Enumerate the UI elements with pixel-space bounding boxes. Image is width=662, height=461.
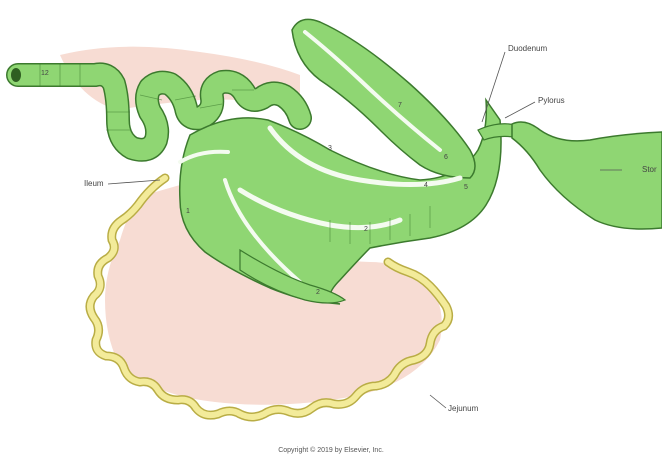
proximal-tip [11, 68, 21, 82]
segment-number-5: 5 [464, 184, 468, 191]
segment-number-3: 3 [328, 145, 332, 152]
segment-number-2-tail: 2 [316, 289, 320, 296]
label-duodenum: Duodenum [508, 44, 547, 53]
segment-number-4: 4 [424, 182, 428, 189]
segment-number-7: 7 [398, 102, 402, 109]
label-stomach: Stor [642, 165, 657, 174]
segment-number-1: 1 [186, 208, 190, 215]
copyright-notice: Copyright © 2019 by Elsevier, Inc. [0, 447, 662, 454]
segment-number-12: 12 [41, 70, 49, 77]
segment-number-2: 2 [364, 226, 368, 233]
label-ileum: Ileum [84, 179, 104, 188]
segment-number-6: 6 [444, 154, 448, 161]
label-jejunum: Jejunum [448, 404, 478, 413]
stomach [512, 122, 662, 229]
label-pylorus: Pylorus [538, 96, 565, 105]
